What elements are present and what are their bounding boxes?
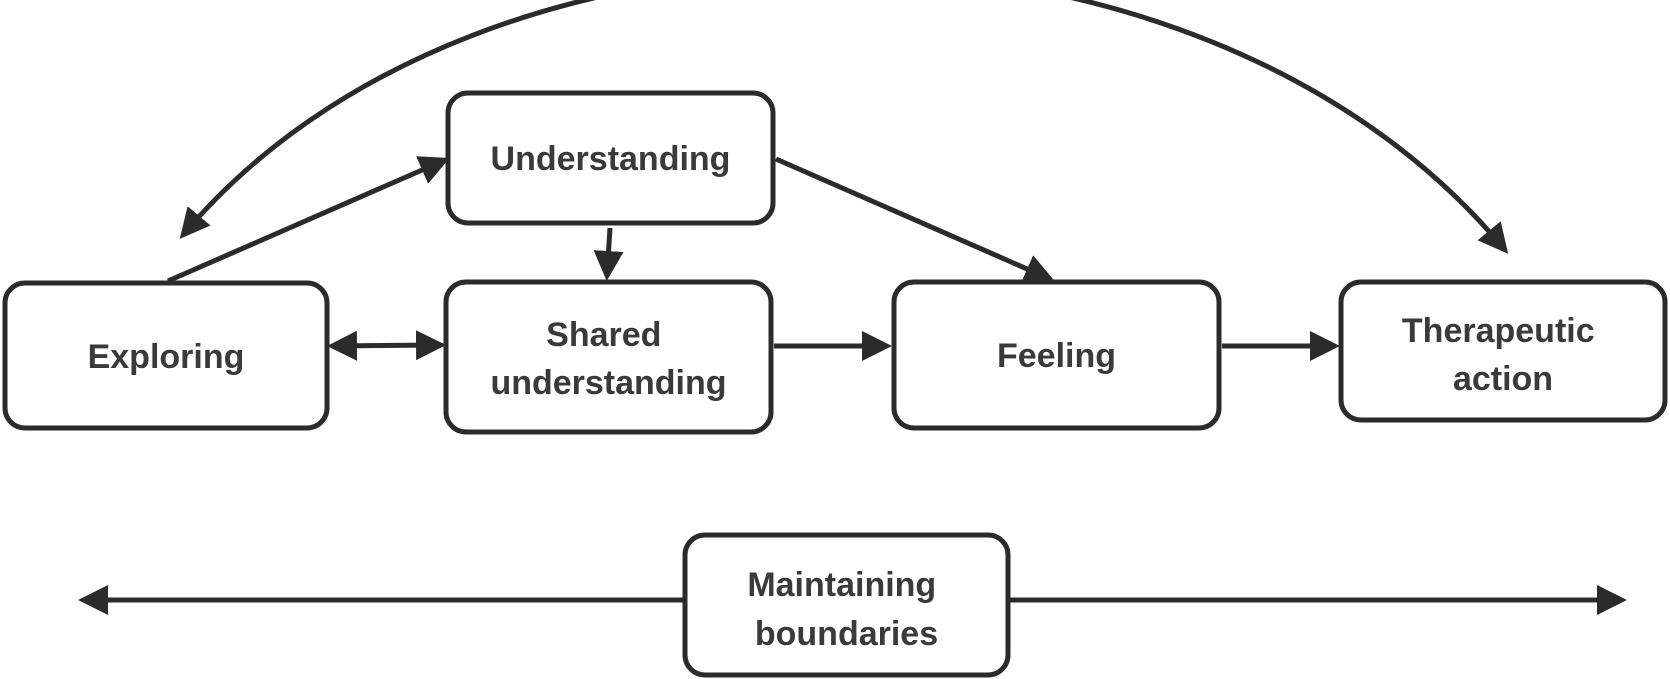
node-feeling-label: Feeling [997, 337, 1116, 375]
node-understanding-label: Understanding [491, 140, 731, 178]
node-feeling-box [891, 279, 1222, 431]
edge-exploring-therapeutic-action-arc [179, 0, 1509, 254]
node-therapeutic-action-label: Therapeutic action [1402, 312, 1604, 398]
edge-exploring-to-understanding [166, 156, 450, 284]
node-understanding: Understanding [445, 90, 776, 226]
node-maintaining-boundaries-label: Maintaining boundaries [747, 566, 945, 653]
edge-exploring-shared-understanding [327, 330, 446, 361]
node-shared-understanding-line-2: understanding [490, 364, 726, 402]
node-understanding-box [445, 90, 776, 226]
edges [78, 0, 1627, 615]
node-therapeutic-action-line-1: Therapeutic [1402, 312, 1595, 350]
node-exploring-box [2, 280, 330, 431]
node-therapeutic-action-box [1338, 279, 1668, 423]
node-feeling: Feeling [891, 279, 1222, 431]
node-shared-understanding-line-1: Shared [546, 316, 661, 354]
node-shared-understanding-box [443, 279, 774, 435]
node-exploring: Exploring [2, 280, 330, 431]
node-shared-understanding-label: Shared understanding [490, 316, 726, 402]
node-maintaining-boundaries: Maintaining boundaries [682, 532, 1011, 678]
node-exploring-label: Exploring [88, 338, 245, 376]
node-therapeutic-action-line-2: action [1453, 360, 1553, 398]
node-maintaining-boundaries-line-2: boundaries [755, 615, 938, 653]
node-shared-understanding: Shared understanding [443, 279, 774, 435]
node-maintaining-boundaries-line-1: Maintaining [747, 566, 936, 604]
edge-understanding-to-shared-understanding [593, 227, 624, 281]
edge-understanding-to-feeling [774, 156, 1055, 283]
node-therapeutic-action: Therapeutic action [1338, 279, 1668, 423]
node-maintaining-boundaries-box [682, 532, 1011, 678]
